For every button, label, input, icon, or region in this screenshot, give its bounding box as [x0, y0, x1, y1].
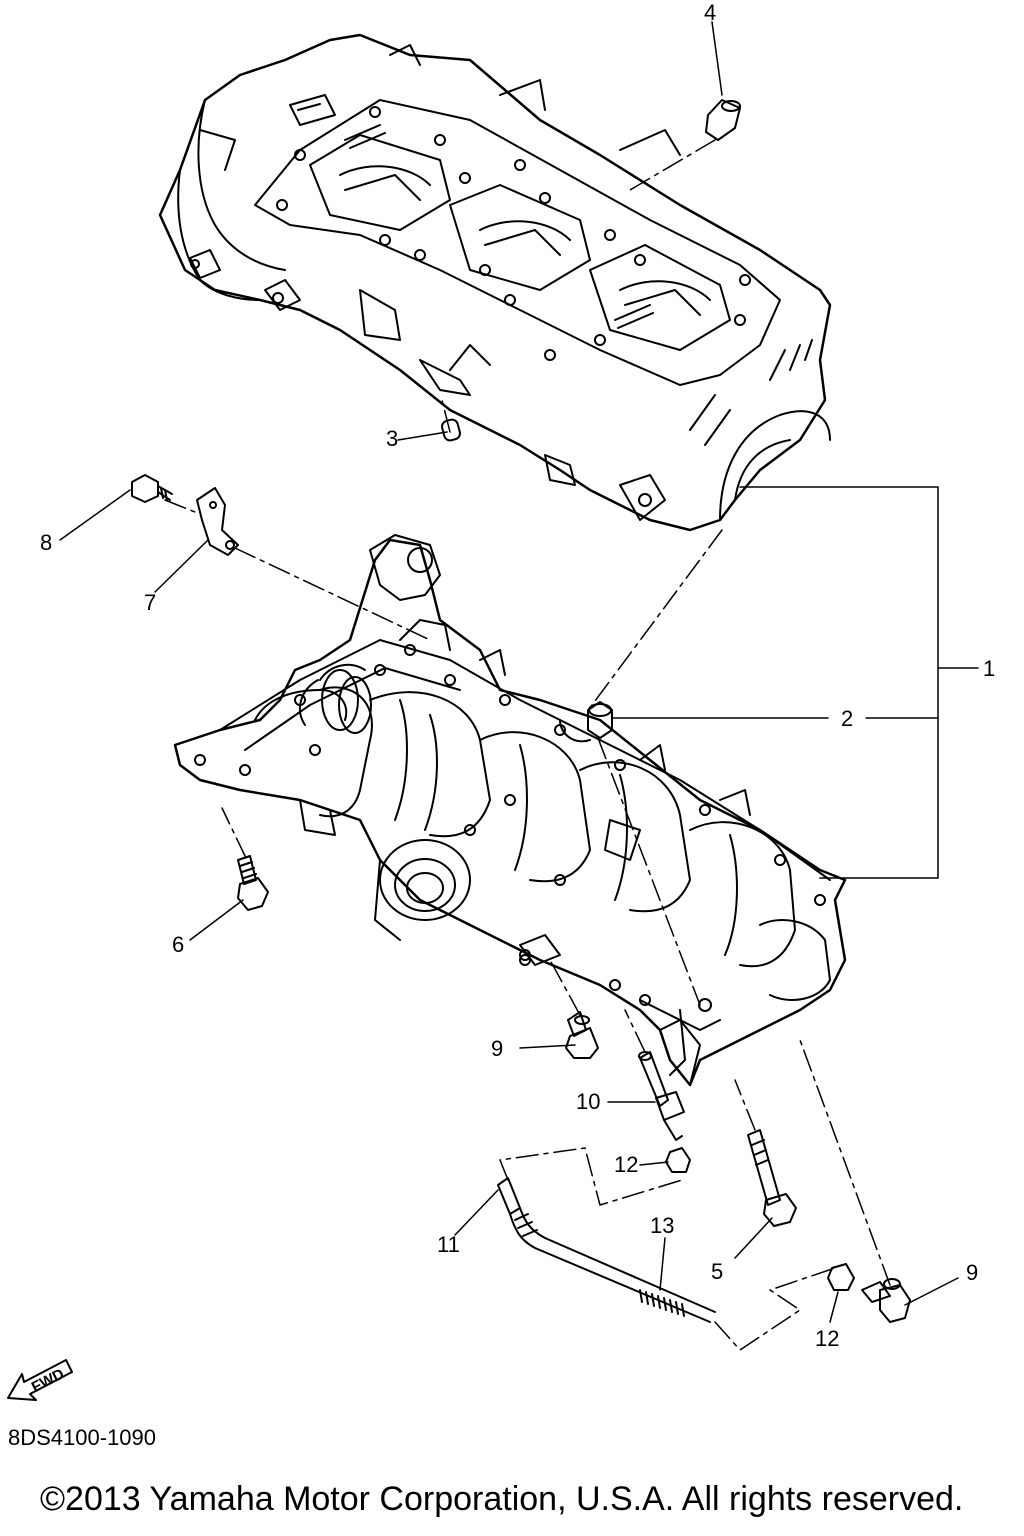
bolt-part-8	[131, 474, 173, 503]
callout-12-right: 12	[815, 1326, 840, 1351]
bolt-part-5	[747, 1129, 797, 1227]
bracket-part-7	[196, 487, 239, 556]
dowel-pin-part-4	[705, 99, 741, 141]
callout-5: 5	[711, 1259, 724, 1284]
fitting-part-9-right	[861, 1278, 911, 1323]
drawing-code: 8DS4100-1090	[8, 1425, 157, 1450]
callout-11: 11	[437, 1232, 460, 1257]
dowel-pin-part-3	[441, 418, 461, 442]
fwd-arrow-icon: FWD	[7, 1359, 73, 1401]
dowel-pin-part-2	[587, 701, 613, 739]
callout-9-left: 9	[491, 1036, 504, 1061]
callout-12-top: 12	[614, 1152, 639, 1177]
callout-8: 8	[40, 530, 53, 555]
callout-2: 2	[841, 706, 854, 731]
callout-3: 3	[386, 426, 399, 451]
callout-6: 6	[172, 932, 185, 957]
callout-7: 7	[144, 590, 157, 615]
callout-4: 4	[704, 0, 717, 25]
spring-part-13	[639, 1289, 685, 1317]
cap-part-12-right	[827, 1263, 855, 1291]
callout-10: 10	[576, 1089, 601, 1114]
copyright-notice: ©2013 Yamaha Motor Corporation, U.S.A. A…	[40, 1480, 964, 1518]
leader-lines	[59, 21, 979, 1323]
callout-1: 1	[983, 656, 996, 681]
callout-9-right: 9	[966, 1260, 979, 1285]
assembly-center-lines	[164, 139, 891, 1351]
fitting-part-10	[638, 1051, 685, 1141]
cap-part-12-top	[665, 1147, 691, 1173]
bolt-part-6	[237, 855, 269, 911]
fitting-part-9-left	[565, 1011, 599, 1059]
upper-crankcase	[158, 33, 832, 532]
lower-crankcase	[173, 534, 847, 1087]
hose-part-11	[497, 1177, 716, 1323]
callout-13: 13	[650, 1213, 675, 1238]
